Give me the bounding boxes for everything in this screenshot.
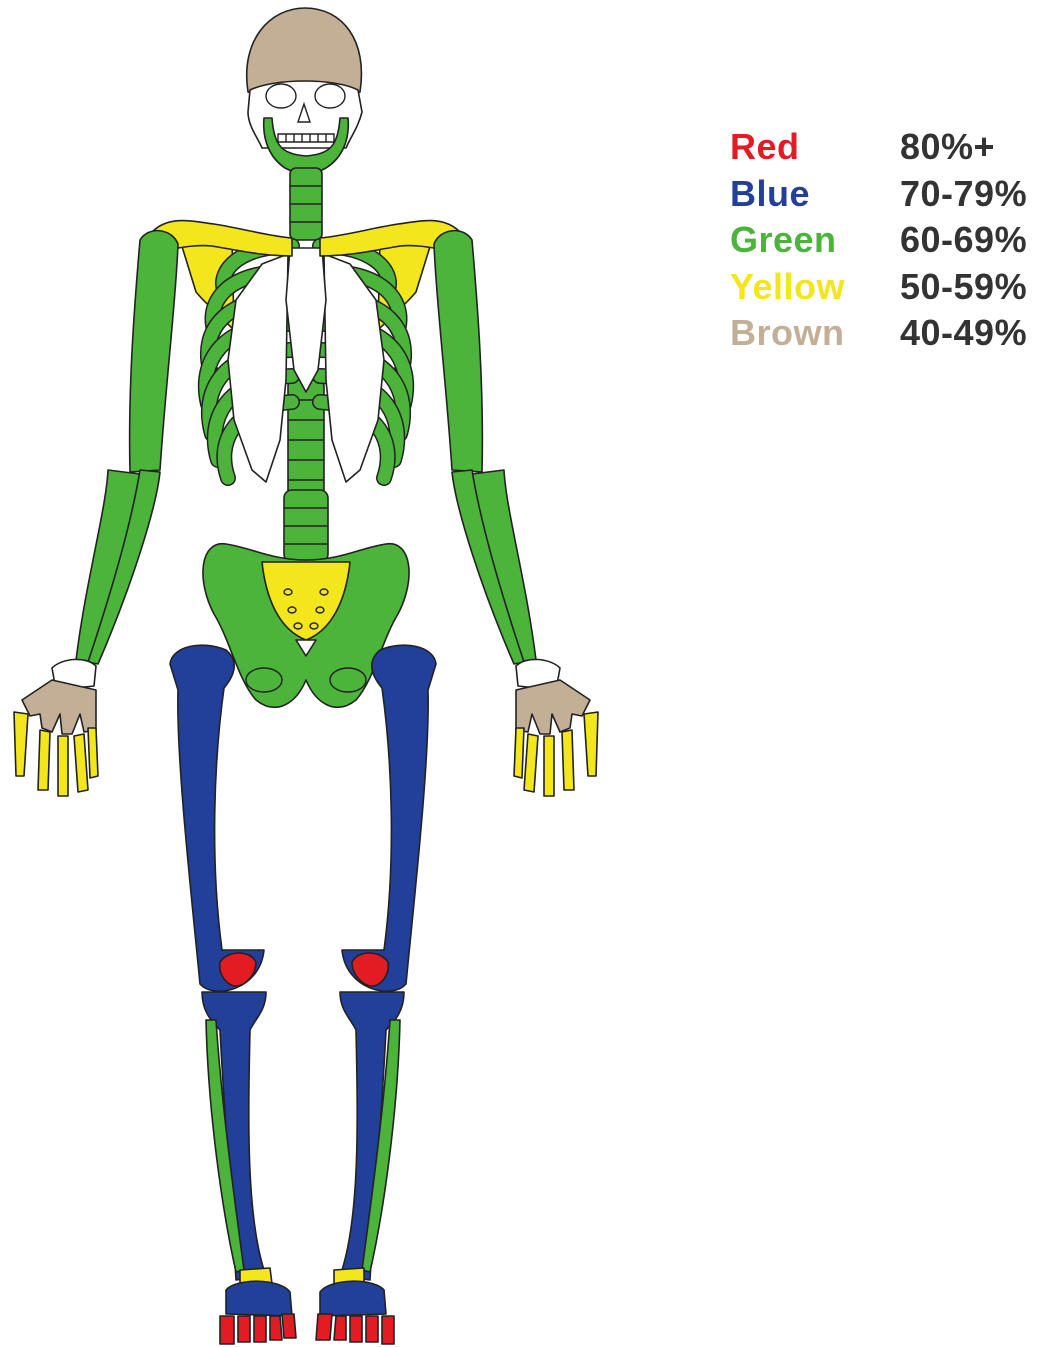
legend-label-yellow: Yellow xyxy=(730,266,900,308)
legend-label-brown: Brown xyxy=(730,312,900,354)
right-arm xyxy=(434,231,598,796)
legend-row-blue: Blue 70-79% xyxy=(730,171,1027,218)
left-metatarsals xyxy=(226,1281,292,1316)
left-toes xyxy=(220,1314,296,1344)
left-arm xyxy=(14,231,178,796)
legend-range-red: 80%+ xyxy=(900,126,995,168)
right-metatarsals xyxy=(320,1281,386,1316)
left-metacarpals xyxy=(22,680,96,734)
legend-range-blue: 70-79% xyxy=(900,173,1027,215)
legend-row-red: Red 80%+ xyxy=(730,124,1027,171)
left-humerus xyxy=(130,231,178,472)
right-humerus xyxy=(434,231,482,472)
legend-label-red: Red xyxy=(730,126,900,168)
legend-range-green: 60-69% xyxy=(900,219,1027,261)
left-femur xyxy=(170,645,264,991)
left-leg xyxy=(170,645,296,1344)
color-legend: Red 80%+ Blue 70-79% Green 60-69% Yellow… xyxy=(730,124,1027,357)
right-metacarpals xyxy=(516,680,590,734)
legend-range-yellow: 50-59% xyxy=(900,266,1027,308)
skull xyxy=(247,8,362,174)
right-toes xyxy=(316,1314,394,1344)
legend-row-brown: Brown 40-49% xyxy=(730,310,1027,357)
legend-row-yellow: Yellow 50-59% xyxy=(730,264,1027,311)
legend-row-green: Green 60-69% xyxy=(730,217,1027,264)
legend-label-blue: Blue xyxy=(730,173,900,215)
legend-range-brown: 40-49% xyxy=(900,312,1027,354)
left-patella xyxy=(220,953,256,986)
right-leg xyxy=(316,645,436,1344)
legend-label-green: Green xyxy=(730,219,900,261)
